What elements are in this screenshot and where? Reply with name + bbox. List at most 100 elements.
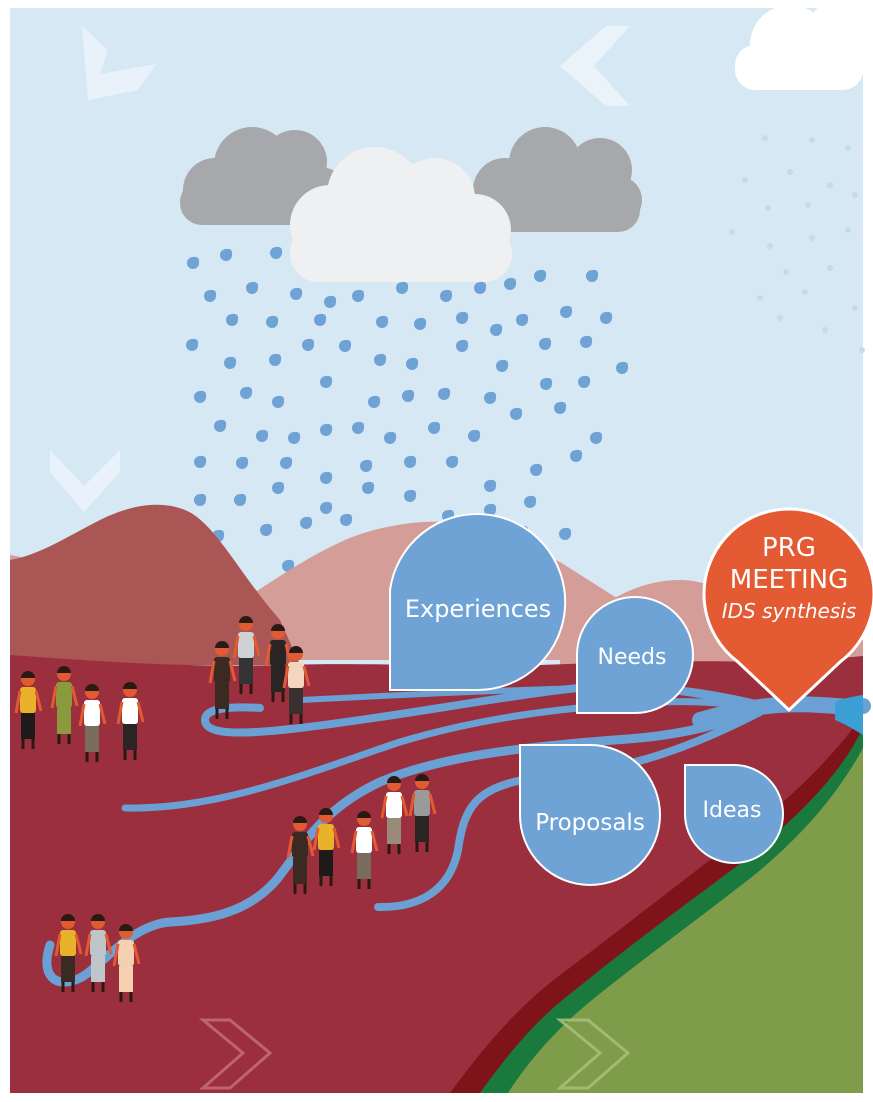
rain-drop-icon	[220, 248, 233, 261]
rain-drop-icon	[484, 391, 497, 404]
rain-drop-icon	[580, 335, 593, 348]
rain-drop-icon	[246, 281, 259, 294]
rain-drop-icon	[440, 289, 453, 302]
rain-drop-icon	[600, 311, 613, 324]
rain-drop-icon	[586, 269, 599, 282]
experiences-bubble: Experiences	[389, 513, 567, 691]
rain-drop-icon	[404, 489, 417, 502]
rain-drop-icon	[524, 495, 537, 508]
rain-drop-icon	[510, 407, 523, 420]
rain-drop-icon	[224, 356, 237, 369]
grass-area	[508, 748, 863, 1093]
rain-drop-icon	[302, 338, 315, 351]
rain-drop-icon	[504, 277, 517, 290]
rain-drop-icon	[240, 386, 253, 399]
rain-drop-icon	[570, 449, 583, 462]
needs-label: Needs	[598, 645, 667, 670]
cloud-white-center-icon	[290, 147, 512, 282]
chevron-decoration-icon	[82, 26, 156, 100]
person-figure	[208, 641, 237, 719]
rain-drop-icon	[554, 401, 567, 414]
rain-drop-icon	[194, 493, 207, 506]
rain-drop-icon	[320, 501, 333, 514]
rain-drop-icon	[266, 315, 279, 328]
rain-drop-icon	[474, 281, 487, 294]
rain-drops	[184, 246, 629, 603]
person-figure	[380, 776, 409, 854]
rain-drop-icon	[290, 287, 303, 300]
rain-drop-icon	[186, 338, 199, 351]
rain-drop-icon	[539, 337, 552, 350]
rain-drop-icon	[194, 455, 207, 468]
rain-drop-icon	[270, 246, 283, 259]
rain-drop-icon	[540, 377, 553, 390]
rain-drop-icon	[402, 389, 415, 402]
rain-drop-icon	[314, 313, 327, 326]
rain-drop-icon	[404, 455, 417, 468]
rain-drop-icon	[530, 463, 543, 476]
person-figure	[14, 671, 43, 749]
rain-drop-icon	[438, 387, 451, 400]
rain-drop-icon	[590, 431, 603, 444]
ideas-bubble: Ideas	[684, 764, 784, 864]
rain-drop-icon	[194, 390, 207, 403]
person-figure	[312, 808, 341, 886]
person-figure	[282, 646, 311, 724]
chevron-decoration-icon	[560, 26, 630, 106]
meeting-title-line1: PRG	[762, 533, 816, 563]
rain-drop-icon	[559, 527, 572, 540]
rain-drop-icon	[456, 339, 469, 352]
rain-drop-icon	[396, 281, 409, 294]
person-figure	[116, 682, 145, 760]
rain-drop-icon	[288, 431, 301, 444]
cloud-white-top-icon	[735, 0, 873, 90]
rain-drop-icon	[484, 479, 497, 492]
person-figure	[286, 816, 315, 894]
rain-drop-icon	[320, 423, 333, 436]
rain-drop-icon	[260, 523, 273, 536]
rain-drop-icon	[484, 503, 497, 516]
person-figure	[408, 774, 437, 852]
rain-drop-icon	[468, 429, 481, 442]
bottom-chevron-left-icon	[198, 1018, 273, 1090]
rain-drop-icon	[414, 317, 427, 330]
rain-drop-icon	[280, 456, 293, 469]
meeting-title-line2: MEETING	[730, 565, 848, 595]
river-mouth	[835, 695, 863, 735]
rain-drop-icon	[324, 295, 337, 308]
rain-drop-icon	[187, 256, 200, 269]
rain-drop-icon	[256, 429, 269, 442]
rain-drop-icon	[226, 313, 239, 326]
person-figure	[84, 914, 113, 992]
rain-drop-icon	[516, 313, 529, 326]
rain-drop-icon	[339, 339, 352, 352]
rain-drop-icon	[340, 513, 353, 526]
rain-drop-icon	[234, 493, 247, 506]
rain-drop-icon	[352, 421, 365, 434]
rain-drop-icon	[456, 311, 469, 324]
proposals-label: Proposals	[535, 810, 645, 836]
person-figure	[112, 924, 141, 1002]
ideas-label: Ideas	[703, 798, 762, 823]
bottom-chevron-right-icon	[555, 1018, 631, 1090]
rain-drop-icon	[490, 323, 503, 336]
rain-drop-icon	[214, 419, 227, 432]
mountain-dark-left	[10, 504, 300, 665]
prg-meeting-pin: PRG MEETING IDS synthesis	[702, 507, 873, 713]
rain-drop-icon	[320, 375, 333, 388]
experiences-label: Experiences	[405, 595, 551, 623]
people-groups	[14, 616, 437, 1002]
rain-drop-icon	[272, 481, 285, 494]
chevron-decoration-icon	[50, 450, 120, 512]
rain-drop-icon	[352, 289, 365, 302]
person-figure	[232, 616, 261, 694]
rain-drop-icon	[282, 559, 295, 572]
rain-drop-icon	[428, 421, 441, 434]
rain-drop-icon	[374, 353, 387, 366]
rain-drop-icon	[362, 481, 375, 494]
person-figure	[54, 914, 83, 992]
person-figure	[50, 666, 79, 744]
rain-drop-icon	[272, 395, 285, 408]
rain-drop-icon	[384, 431, 397, 444]
